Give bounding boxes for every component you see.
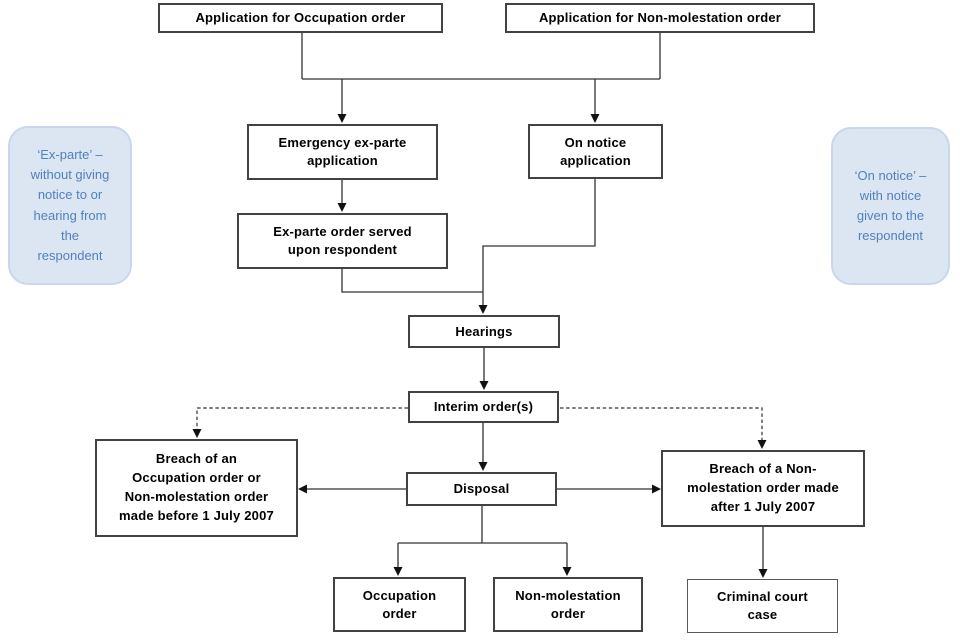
node-application-occupation-order: Application for Occupation order [158, 3, 443, 33]
node-breach-after-july-2007: Breach of a Non- molestation order made … [661, 450, 865, 527]
node-on-notice-application: On notice application [528, 124, 663, 179]
node-breach-before-july-2007: Breach of an Occupation order or Non-mol… [95, 439, 298, 537]
node-disposal: Disposal [406, 472, 557, 506]
solid-connectors [301, 33, 764, 570]
node-occupation-order: Occupation order [333, 577, 466, 632]
callout-on-notice-definition: ‘On notice’ – with notice given to the r… [831, 127, 950, 285]
dashed-connectors [196, 407, 763, 441]
node-emergency-ex-parte-application: Emergency ex-parte application [247, 124, 438, 180]
node-ex-parte-order-served: Ex-parte order served upon respondent [237, 213, 448, 269]
node-application-non-molestation-order: Application for Non-molestation order [505, 3, 815, 33]
node-hearings: Hearings [408, 315, 560, 348]
callout-ex-parte-definition: ‘Ex-parte’ – without giving notice to or… [8, 126, 132, 285]
node-criminal-court-case: Criminal court case [687, 579, 838, 633]
node-interim-orders: Interim order(s) [408, 391, 559, 423]
node-non-molestation-order: Non-molestation order [493, 577, 643, 632]
arrowheads [192, 114, 768, 578]
